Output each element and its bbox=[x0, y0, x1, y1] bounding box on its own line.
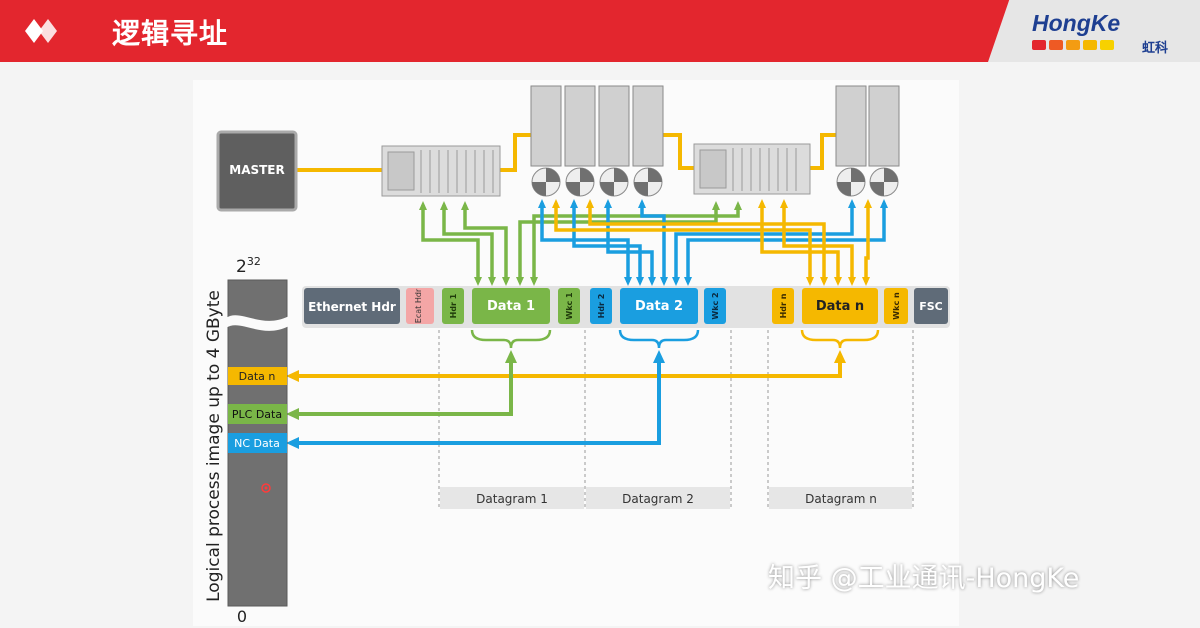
frame-field-data2: Data 2 bbox=[620, 288, 698, 324]
mapping-arrow-plc-data bbox=[286, 350, 517, 420]
frame-field-wkcn: Wkc n bbox=[884, 288, 908, 324]
datan-label: Data n bbox=[816, 299, 864, 314]
datagram-2-label: Datagram 2 bbox=[622, 492, 694, 506]
master-label: MASTER bbox=[229, 163, 285, 177]
brand-logo-dots bbox=[1032, 40, 1114, 50]
process-image-bar: Data n PLC Data NC Data bbox=[226, 279, 289, 607]
frame-field-fsc: FSC bbox=[914, 288, 948, 324]
brand-logo-subtext: 虹科 bbox=[1142, 41, 1169, 56]
frame-field-ecat-hdr: Ecat Hdr bbox=[406, 288, 434, 324]
header-bar bbox=[0, 0, 1010, 58]
datagram-1-label: Datagram 1 bbox=[476, 492, 548, 506]
logo-plate bbox=[988, 0, 1200, 62]
motors-group-2 bbox=[836, 167, 899, 197]
wkc2-label: Wkc 2 bbox=[711, 292, 720, 319]
frame-field-data1: Data 1 bbox=[472, 288, 550, 324]
frame-field-ethernet-hdr: Ethernet Hdr bbox=[304, 288, 400, 324]
process-image-axis-label: Logical process image up to 4 GByte bbox=[204, 290, 224, 602]
datagram-label-bars bbox=[440, 487, 912, 509]
brand-logo-text: HongKe bbox=[1032, 10, 1121, 36]
mapping-arrow-data-n bbox=[286, 350, 846, 382]
ethernet-hdr-label: Ethernet Hdr bbox=[308, 300, 396, 314]
hdr1-label: Hdr 1 bbox=[449, 293, 458, 318]
ethercat-frame: Ethernet Hdr Ecat Hdr Hdr 1 Data 1 Wkc 1… bbox=[302, 286, 950, 328]
frame-field-datan: Data n bbox=[802, 288, 878, 324]
frame-field-hdrn: Hdr n bbox=[772, 288, 794, 324]
process-image-nc-data: NC Data bbox=[234, 437, 280, 450]
datagram-n-label: Datagram n bbox=[805, 492, 877, 506]
hdrn-label: Hdr n bbox=[779, 293, 788, 318]
servo-drives-group-1 bbox=[530, 85, 664, 167]
hdr2-label: Hdr 2 bbox=[597, 294, 606, 319]
status-mapping-arrows bbox=[552, 199, 872, 286]
mapping-arrow-nc-data bbox=[286, 350, 665, 449]
process-image-bottom-label: 0 bbox=[237, 607, 247, 626]
logical-addressing-diagram: MASTER bbox=[204, 85, 950, 626]
servo-drives-group-2 bbox=[835, 85, 900, 167]
master-device: MASTER bbox=[216, 130, 298, 212]
watermark: 知乎 @工业通讯-HongKe bbox=[768, 563, 1080, 594]
data-field-braces bbox=[470, 329, 880, 349]
fsc-label: FSC bbox=[919, 300, 943, 313]
io-coupler-1 bbox=[381, 145, 501, 197]
diagram-card: MASTER bbox=[193, 80, 959, 626]
wkcn-label: Wkc n bbox=[892, 292, 901, 320]
process-image-top-label: 232 bbox=[236, 255, 261, 277]
data2-label: Data 2 bbox=[635, 299, 683, 314]
header-divider bbox=[0, 58, 1200, 62]
wkc1-label: Wkc 1 bbox=[565, 292, 574, 320]
motors-group-1 bbox=[531, 167, 663, 197]
frame-field-hdr1: Hdr 1 bbox=[442, 288, 464, 324]
frame-field-wkc1: Wkc 1 bbox=[558, 288, 580, 324]
data1-label: Data 1 bbox=[487, 299, 535, 314]
network-cable bbox=[295, 133, 836, 172]
process-image-plc-data: PLC Data bbox=[232, 408, 282, 421]
diamond-logo-icon bbox=[25, 19, 57, 43]
process-image-data-n: Data n bbox=[239, 370, 276, 383]
ecat-hdr-label: Ecat Hdr bbox=[414, 288, 423, 323]
page-title: 逻辑寻址 bbox=[112, 17, 229, 50]
io-coupler-2 bbox=[693, 143, 811, 195]
frame-field-wkc2: Wkc 2 bbox=[704, 288, 726, 324]
frame-field-hdr2: Hdr 2 bbox=[590, 288, 612, 324]
plc-io-mapping-arrows bbox=[419, 201, 742, 286]
